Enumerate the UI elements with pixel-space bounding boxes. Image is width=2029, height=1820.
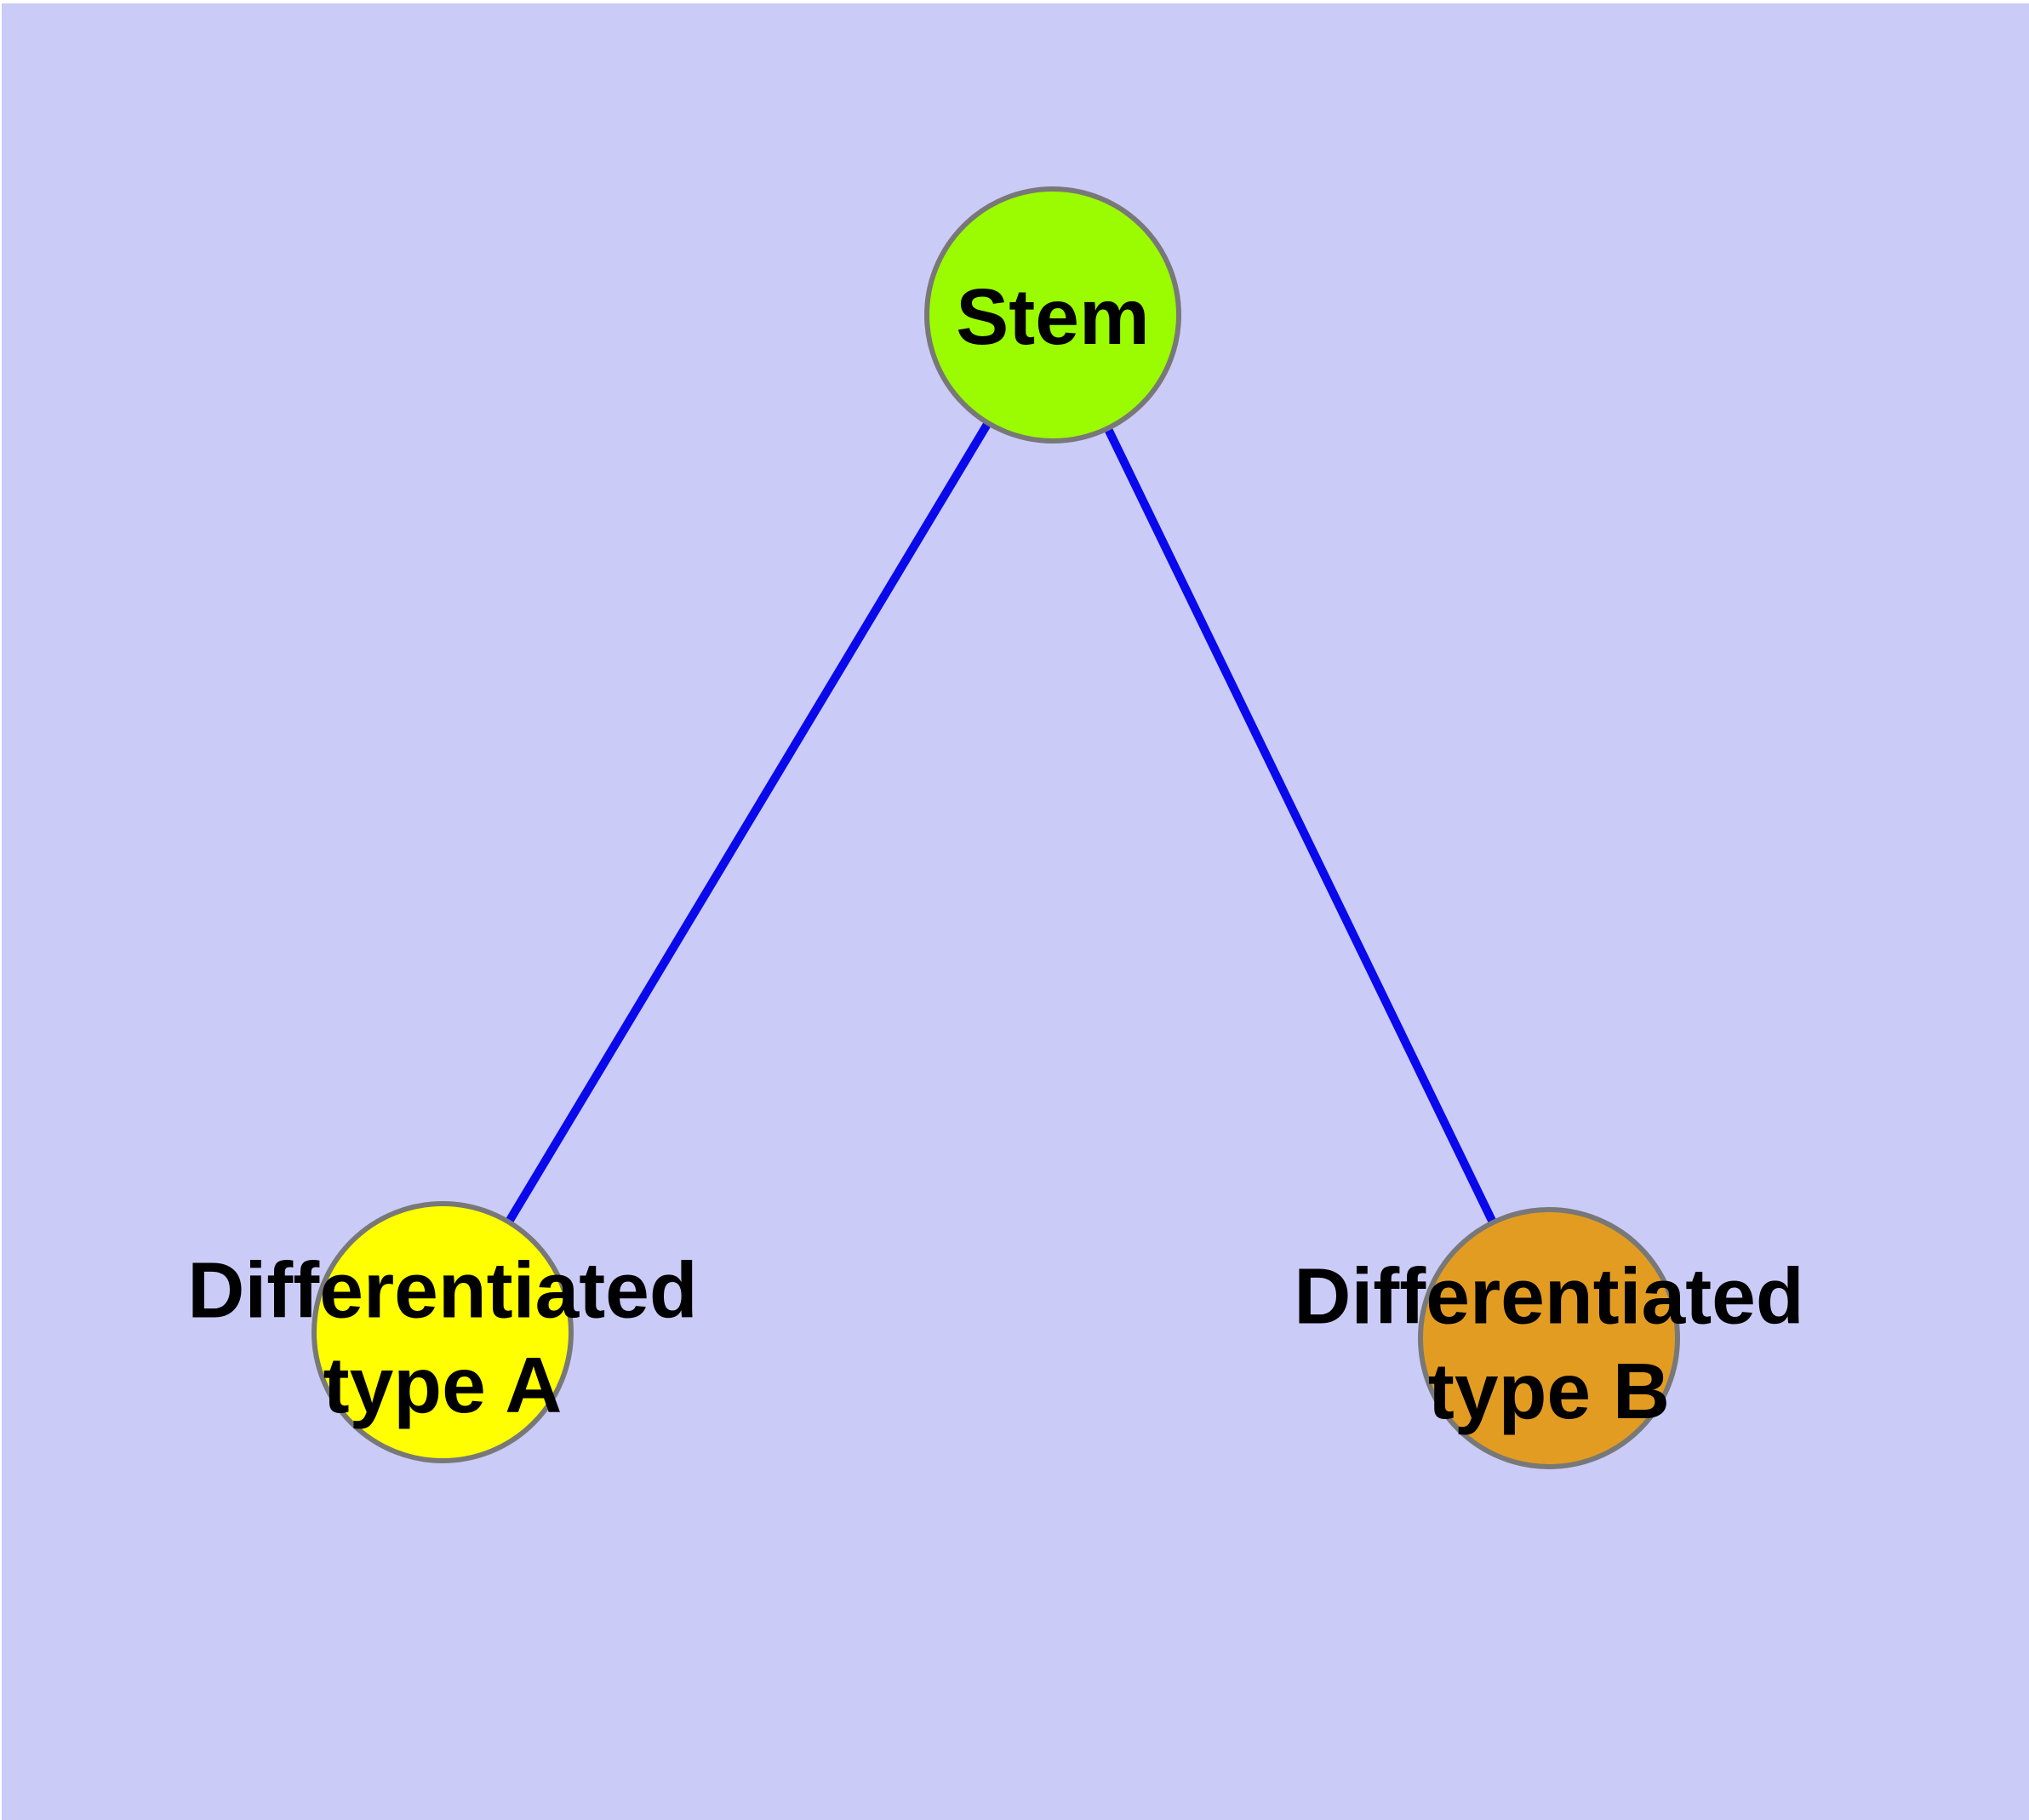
label-line: type A <box>323 1341 563 1429</box>
edge-stem-differentiated-type-b <box>1049 312 1553 1341</box>
node-stem-circle <box>924 186 1181 444</box>
nodes-layer <box>311 186 1680 1469</box>
edges-layer <box>438 312 1553 1341</box>
label-line: Differentiated <box>187 1245 697 1334</box>
label-line: type B <box>1428 1347 1670 1435</box>
node-differentiated-type-b-circle <box>1418 1207 1680 1469</box>
node-stem-label: Stem <box>956 272 1149 361</box>
edge-stem-differentiated-type-a <box>438 312 1057 1335</box>
node-differentiated-type-a-circle <box>311 1201 574 1463</box>
label-line: Differentiated <box>1294 1251 1803 1340</box>
label-line: Stem <box>956 272 1149 361</box>
